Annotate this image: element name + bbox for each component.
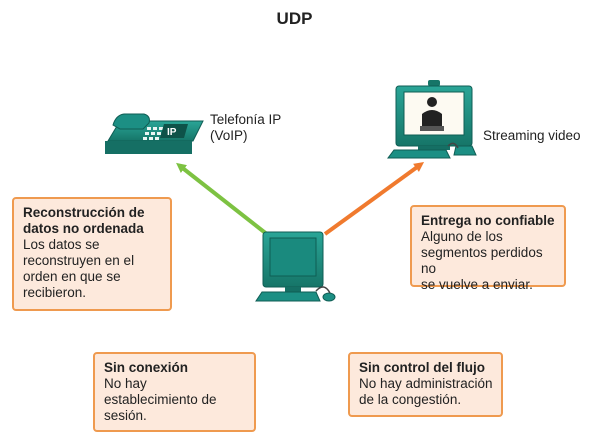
unreliable-box: Entrega no confiable Alguno de los segme… — [410, 205, 566, 292]
phone-label-line2: (VoIP) — [210, 128, 248, 143]
computer-icon — [255, 231, 336, 302]
unreliable-body-line: segmentos perdidos no — [421, 245, 543, 276]
reassembly-box: Reconstrucción de datos no ordenada Los … — [12, 197, 172, 311]
video-monitor-icon — [387, 80, 477, 159]
no-flow-control-heading: Sin control del flujo — [359, 360, 485, 375]
diagram-title: UDP — [276, 9, 313, 28]
arrow-to-video — [323, 162, 425, 236]
phone-screen-text: IP — [167, 127, 177, 138]
phone-label: Telefonía IP (VoIP) — [210, 112, 281, 144]
connectionless-box: Sin conexión No hay establecimiento de s… — [93, 352, 256, 432]
reassembly-body-line: Los datos se — [23, 237, 100, 252]
unreliable-body-line: Alguno de los — [421, 229, 503, 244]
unreliable-heading: Entrega no confiable — [421, 213, 555, 228]
reassembly-body-line: recibieron. — [23, 285, 87, 300]
connectionless-heading: Sin conexión — [104, 360, 189, 375]
video-label: Streaming video — [483, 128, 581, 143]
no-flow-control-body-line: de la congestión. — [359, 392, 462, 407]
reassembly-heading-line2: datos no ordenada — [23, 221, 144, 236]
connectionless-body-line: No hay — [104, 376, 147, 391]
connectionless-body-line: establecimiento de — [104, 392, 217, 407]
reassembly-body-line: orden en que se — [23, 269, 121, 284]
arrow-to-phone — [176, 162, 270, 237]
reassembly-body-line: reconstruyen en el — [23, 253, 135, 268]
reassembly-heading-line1: Reconstrucción de — [23, 205, 145, 220]
unreliable-body-line: se vuelve a enviar. — [421, 277, 533, 292]
phone-label-line1: Telefonía IP — [210, 112, 282, 127]
ip-phone-icon — [105, 113, 204, 154]
no-flow-control-box: Sin control del flujo No hay administrac… — [348, 352, 503, 417]
connectionless-body-line: sesión. — [104, 408, 147, 423]
no-flow-control-body-line: No hay administración — [359, 376, 493, 391]
